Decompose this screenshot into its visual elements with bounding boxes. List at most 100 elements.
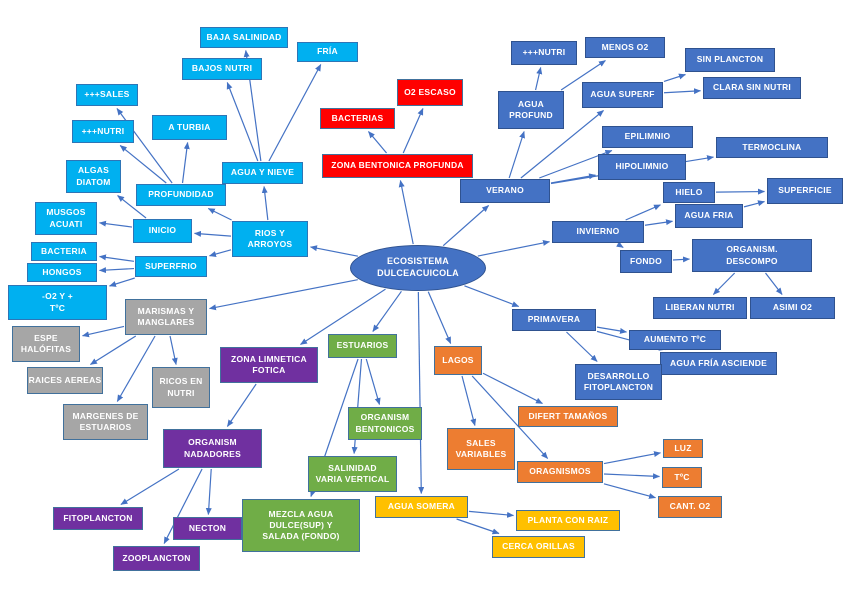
- node-epilimnio: EPILIMNIO: [602, 126, 693, 148]
- node-algas-diatom: ALGAS DIATOM: [66, 160, 121, 193]
- edge-inicio-to-algas-diatom: [117, 195, 147, 219]
- node-margenes-de-estuarios: MARGENES DE ESTUARIOS: [63, 404, 148, 440]
- node-label: RIOS Y ARROYOS: [247, 227, 293, 249]
- edge-ecosistema-to-lagos: [427, 291, 452, 344]
- node-label: LUZ: [674, 442, 692, 453]
- node-label: AUMENTO TºC: [643, 334, 707, 345]
- node-label: BACTERIA: [41, 245, 87, 256]
- node-label: TºC: [674, 471, 690, 482]
- edge-ecosistema-to-marismas-y-manglares: [209, 279, 358, 311]
- edge-invierno-to-agua-fria: [644, 219, 673, 226]
- node-espe-halofitas: ESPE HALÓFITAS: [12, 326, 80, 362]
- node-label: AGUA SUPERF: [590, 89, 655, 100]
- node-organism-nadadores: ORGANISM NADADORES: [163, 429, 262, 468]
- edge-marismas-y-manglares-to-margenes-de-estuarios: [116, 335, 156, 402]
- edge-rios-y-arroyos-to-inicio: [194, 230, 232, 237]
- node-label: DIFERT TAMAÑOS: [528, 410, 608, 421]
- node-label: FITOPLANCTON: [63, 512, 133, 523]
- node-label: SUPERFRIO: [145, 260, 197, 271]
- edge-marismas-y-manglares-to-raices-aereas: [90, 335, 137, 366]
- edge-ecosistema-to-invierno: [477, 240, 550, 257]
- node-label: SALES VARIABLES: [455, 437, 507, 459]
- edge-zona-bentonica-profunda-to-o2-escaso: [402, 108, 424, 154]
- node-aumento-toc: AUMENTO TºC: [629, 330, 721, 350]
- node-cant-o2: CANT. O2: [658, 496, 722, 518]
- edge-agua-somera-to-planta-con-raiz: [468, 510, 514, 518]
- node-zona-limnetica-fotica: ZONA LIMNETICA FOTICA: [220, 347, 318, 383]
- edge-organism-nadadores-to-zooplancton: [163, 468, 203, 544]
- edge-rios-y-arroyos-to-superfrio: [209, 249, 232, 257]
- edge-zona-limnetica-fotica-to-organism-nadadores: [226, 383, 257, 427]
- node-label: ECOSISTEMA DULCEACUICOLA: [377, 256, 459, 278]
- edge-organism-nadadores-to-necton: [205, 468, 212, 515]
- edge-agua-y-nieve-to-bajos-nutri: [226, 82, 259, 162]
- node-label: MENOS O2: [601, 41, 649, 52]
- node-organism-descompo: ORGANISM. DESCOMPO: [692, 239, 812, 272]
- node-label: ORGANISM NADADORES: [183, 437, 242, 459]
- node-label: VERANO: [486, 185, 524, 196]
- node-rios-y-arroyos: RIOS Y ARROYOS: [232, 221, 308, 257]
- edge-fondo-to-organism-descompo: [672, 256, 690, 263]
- edge-verano-to-hipolimnio: [550, 173, 596, 184]
- node-sin-plancton: SIN PLANCTON: [685, 48, 775, 72]
- node-label: ZONA LIMNETICA FOTICA: [231, 353, 307, 375]
- node-mas-nutri-izq: +++NUTRI: [72, 120, 134, 143]
- edge-oragnismos-to-cant-o2: [603, 483, 656, 499]
- edge-agua-fria-to-superficie: [743, 200, 765, 208]
- node-asimi-o2: ASIMI O2: [750, 297, 835, 319]
- node-label: TERMOCLINA: [742, 141, 802, 152]
- node-label: HONGOS: [42, 266, 82, 277]
- node-bajos-nutri: BAJOS NUTRI: [182, 58, 262, 80]
- node-label: PRIMAVERA: [527, 314, 581, 325]
- node-label: CLARA SIN NUTRI: [712, 82, 792, 93]
- node-marismas-y-manglares: MARISMAS Y MANGLARES: [125, 299, 207, 335]
- node-fondo: FONDO: [620, 250, 672, 273]
- edge-superfrio-to-menos-o2-mas-toc: [109, 277, 135, 287]
- node-clara-sin-nutri: CLARA SIN NUTRI: [703, 77, 801, 99]
- node-zooplancton: ZOOPLANCTON: [113, 546, 200, 571]
- node-profundidad: PROFUNDIDAD: [136, 184, 226, 206]
- node-mas-nutri-der: +++NUTRI: [511, 41, 577, 65]
- node-label: SIN PLANCTON: [696, 54, 764, 65]
- node-label: INICIO: [148, 225, 177, 236]
- node-estuarios: ESTUARIOS: [328, 334, 397, 358]
- edge-ecosistema-to-agua-somera: [417, 291, 425, 494]
- node-superfrio: SUPERFRIO: [135, 256, 207, 277]
- node-necton: NECTON: [173, 517, 242, 540]
- node-label: ORGANISM. DESCOMPO: [726, 244, 778, 266]
- edge-verano-to-agua-superf: [520, 110, 604, 179]
- edge-ecosistema-to-zona-limnetica-fotica: [300, 288, 386, 346]
- edge-agua-profund-to-menos-o2: [560, 60, 606, 91]
- node-label: SALINIDAD VARIA VERTICAL: [315, 462, 390, 484]
- node-mas-sales: +++SALES: [76, 84, 138, 106]
- node-inicio: INICIO: [133, 219, 192, 243]
- node-fria: FRÍA: [297, 42, 358, 62]
- edge-rios-y-arroyos-to-agua-y-nieve: [261, 186, 269, 221]
- node-verano: VERANO: [460, 179, 550, 203]
- node-label: O2 ESCASO: [404, 86, 456, 97]
- node-o2-escaso: O2 ESCASO: [397, 79, 463, 106]
- node-label: PROFUNDIDAD: [148, 189, 214, 200]
- node-toc: TºC: [662, 467, 702, 488]
- node-label: AGUA Y NIEVE: [230, 167, 295, 178]
- node-label: BACTERIAS: [331, 112, 384, 123]
- node-musgos-acuati: MUSGOS ACUATI: [35, 202, 97, 235]
- node-label: -O2 Y + TºC: [42, 291, 73, 313]
- node-menos-o2-mas-toc: -O2 Y + TºC: [8, 285, 107, 320]
- node-liberan-nutri: LIBERAN NUTRI: [653, 297, 747, 319]
- node-termoclina: TERMOCLINA: [716, 137, 828, 158]
- node-label: MUSGOS ACUATI: [46, 207, 86, 229]
- node-agua-fria: AGUA FRIA: [675, 204, 743, 228]
- node-label: NECTON: [188, 522, 227, 533]
- node-label: DESARROLLO FITOPLANCTON: [583, 370, 654, 392]
- node-label: AGUA PROFUND: [509, 98, 553, 120]
- edge-organism-descompo-to-asimi-o2: [765, 272, 783, 295]
- node-label: A TURBIA: [168, 121, 211, 132]
- node-superficie: SUPERFICIE: [767, 178, 843, 204]
- node-label: CANT. O2: [669, 501, 711, 512]
- node-label: ZOOPLANCTON: [122, 552, 191, 563]
- edge-lagos-to-oragnismos: [471, 375, 549, 459]
- node-label: ESPE HALÓFITAS: [20, 332, 72, 354]
- edge-marismas-y-manglares-to-ricos-en-nutri: [169, 335, 178, 365]
